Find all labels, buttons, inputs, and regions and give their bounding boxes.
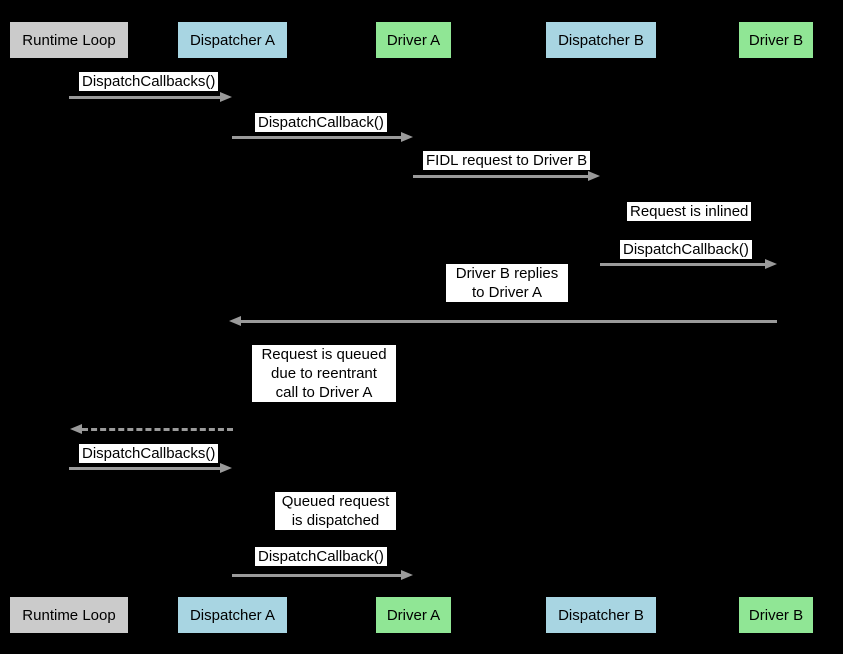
note-label: Request is queued due to reentrant call …: [252, 345, 396, 402]
message-label: DispatchCallbacks(): [79, 72, 219, 91]
arrow-head-icon: [220, 92, 232, 102]
message-label: FIDL request to Driver B: [423, 151, 591, 170]
arrow-head-icon: [401, 132, 413, 142]
actor-dispatcher-b-top: Dispatcher B: [546, 22, 656, 58]
actor-label: Driver B: [748, 606, 804, 624]
actor-driver-a-bottom: Driver A: [376, 597, 451, 633]
message-arrow: [241, 320, 777, 323]
actor-label: Dispatcher A: [189, 606, 276, 624]
arrow-head-icon: [229, 316, 241, 326]
message-label: DispatchCallbacks(): [79, 444, 219, 463]
actor-label: Dispatcher B: [558, 31, 644, 49]
arrow-head-icon: [588, 171, 600, 181]
actor-label: Runtime Loop: [22, 606, 116, 624]
note-label: Request is inlined: [627, 202, 752, 221]
message-label: DispatchCallback(): [255, 113, 387, 132]
message-arrow: [69, 467, 221, 470]
message-arrow: [600, 263, 766, 266]
note-label: Queued request is dispatched: [275, 492, 396, 530]
actor-dispatcher-a-bottom: Dispatcher A: [178, 597, 287, 633]
actor-driver-b-bottom: Driver B: [739, 597, 813, 633]
actor-driver-a-top: Driver A: [376, 22, 451, 58]
actor-label: Driver A: [386, 606, 441, 624]
message-arrow: [232, 574, 402, 577]
message-arrow: [413, 175, 589, 178]
return-arrow-dashed: [82, 428, 233, 431]
message-label: Driver B replies to Driver A: [446, 264, 568, 302]
actor-runtime-loop-top: Runtime Loop: [10, 22, 128, 58]
actor-label: Driver A: [386, 31, 441, 49]
actor-label: Dispatcher A: [189, 31, 276, 49]
actor-runtime-loop-bottom: Runtime Loop: [10, 597, 128, 633]
message-label: DispatchCallback(): [620, 240, 752, 259]
message-arrow: [69, 96, 221, 99]
arrow-head-icon: [220, 463, 232, 473]
message-label: DispatchCallback(): [255, 547, 387, 566]
arrow-head-icon: [765, 259, 777, 269]
actor-label: Dispatcher B: [558, 606, 644, 624]
actor-dispatcher-a-top: Dispatcher A: [178, 22, 287, 58]
actor-label: Runtime Loop: [22, 31, 116, 49]
actor-label: Driver B: [748, 31, 804, 49]
actor-driver-b-top: Driver B: [739, 22, 813, 58]
actor-dispatcher-b-bottom: Dispatcher B: [546, 597, 656, 633]
message-arrow: [232, 136, 402, 139]
arrow-head-icon: [70, 424, 82, 434]
arrow-head-icon: [401, 570, 413, 580]
